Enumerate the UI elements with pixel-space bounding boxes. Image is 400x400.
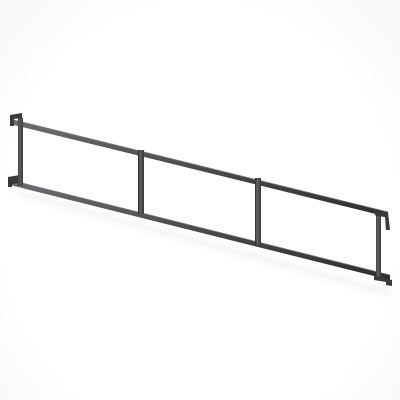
top-hook-icon: [372, 210, 390, 230]
top-rail: [13, 119, 389, 217]
right-end-post: [372, 210, 392, 286]
top-hook-icon: [10, 113, 22, 126]
bottom-rail: [9, 179, 391, 280]
bottom-hook-icon: [8, 175, 20, 187]
floor-shadow: [18, 190, 390, 296]
bottom-hook-icon: [374, 276, 392, 286]
middle-post-2: [255, 178, 261, 245]
left-end-post: [8, 113, 23, 187]
middle-post-1: [138, 150, 144, 214]
